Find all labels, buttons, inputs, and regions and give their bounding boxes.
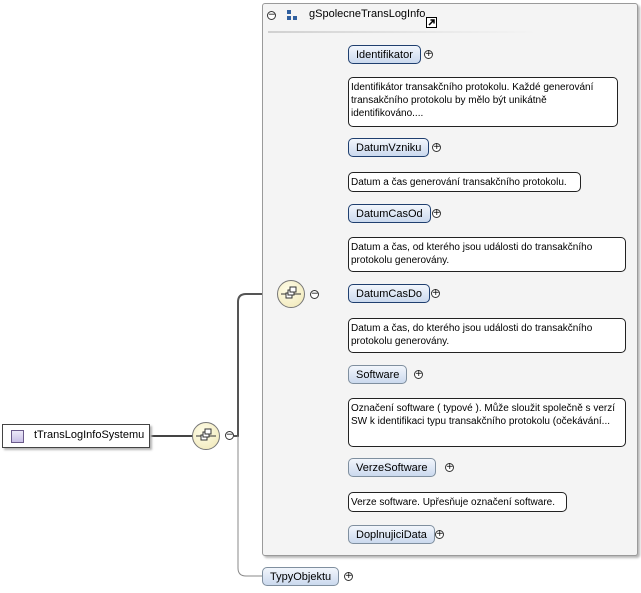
doc-DatumCasDo: Datum a čas, do kterého jsou události do… [348,318,626,353]
root-element-tTransLogInfoSystemu[interactable]: tTransLogInfoSystemu [2,424,150,448]
group-collapse-icon[interactable]: − [267,10,276,20]
doc-DatumVzniku: Datum a čas generování transakčního prot… [348,172,581,192]
expand-icon[interactable]: + [344,571,353,581]
expand-icon[interactable]: + [431,288,440,298]
sequence-icon [196,428,216,441]
expand-icon[interactable]: + [424,49,433,59]
outer-sequence-collapse-icon[interactable]: − [225,430,234,440]
group-icon [287,10,297,20]
element-VerzeSoftware[interactable]: VerzeSoftware [348,458,436,477]
doc-Software: Označení software ( typové ). Může slouž… [348,398,626,447]
element-Identifikator[interactable]: Identifikator [348,45,421,64]
inner-sequence-collapse-icon[interactable]: − [310,289,319,299]
doc-Identifikator: Identifikátor transakčního protokolu. Ka… [348,77,618,127]
expand-icon[interactable]: + [414,369,423,379]
doc-VerzeSoftware: Verze software. Upřesňuje označení softw… [348,492,567,512]
expand-icon[interactable]: + [432,208,441,218]
expand-icon[interactable]: + [435,529,444,539]
outer-sequence-compositor[interactable] [192,422,220,450]
element-DatumCasDo[interactable]: DatumCasDo [348,284,431,303]
element-Software[interactable]: Software [348,365,408,384]
sequence-icon [281,286,301,299]
inner-sequence-compositor[interactable] [277,280,305,308]
doc-DatumCasOd: Datum a čas, od kterého jsou události do… [348,237,626,272]
element-DatumCasOd[interactable]: DatumCasOd [348,204,431,223]
element-DoplnujiciData[interactable]: DoplnujiciData [348,525,435,544]
group-title-separator [268,31,538,33]
complex-type-icon [11,430,24,443]
group-link-arrow-icon[interactable] [426,17,437,28]
group-title: gSpolecneTransLogInfo [309,8,426,20]
root-element-label: tTransLogInfoSystemu [34,429,145,441]
element-DatumVzniku[interactable]: DatumVzniku [348,138,430,157]
expand-icon[interactable]: + [445,462,454,472]
expand-icon[interactable]: + [432,142,441,152]
element-TypyObjektu[interactable]: TypyObjektu [262,567,340,586]
